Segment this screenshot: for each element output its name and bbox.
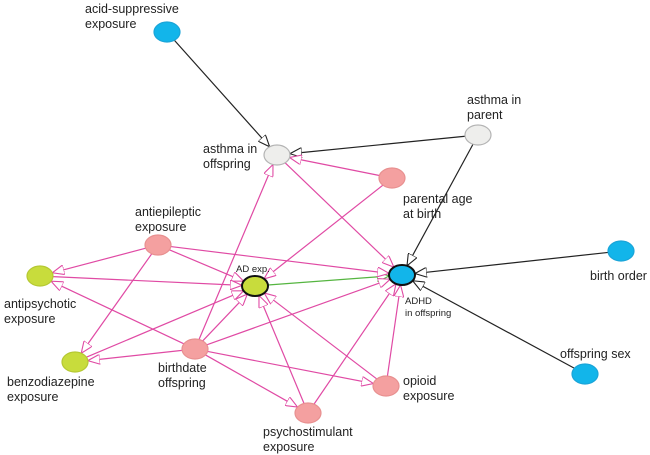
node-adhd[interactable]	[388, 264, 416, 286]
edge-birthdate-to-adhd	[206, 279, 390, 346]
edge-parental-age-to-ad-exposure	[264, 184, 384, 279]
edge-psychostimulant-to-adhd	[313, 284, 396, 405]
edge-birthdate-to-opioid	[207, 350, 374, 383]
edge-antiepileptic-to-ad-exposure	[169, 249, 243, 281]
node-asthma-offspring[interactable]	[263, 144, 291, 166]
node-acid-suppressive[interactable]	[153, 21, 181, 43]
edge-birth-order-to-adhd	[415, 251, 609, 273]
label-offspring-sex: offspring sex	[560, 347, 631, 361]
edge-asthma-parent-to-asthma-offspring	[290, 135, 466, 153]
label-benzodiazepine: benzodiazepine exposure	[7, 375, 98, 404]
node-psychostimulant[interactable]	[294, 402, 322, 424]
node-antipsychotic[interactable]	[26, 265, 54, 287]
node-parental-age[interactable]	[378, 167, 406, 189]
edge-asthma-offspring-to-adhd	[284, 162, 394, 267]
label-birthdate: birthdate offspring	[158, 361, 210, 390]
label-asthma-offspring: asthma in offspring	[203, 142, 261, 171]
edge-birthdate-to-psychostimulant	[205, 354, 297, 407]
label-adhd: ADHD in offspring	[405, 296, 451, 319]
edge-acid-suppressive-to-asthma-offspring	[173, 39, 269, 147]
node-benzodiazepine[interactable]	[61, 351, 89, 373]
node-birthdate[interactable]	[181, 338, 209, 360]
edge-antiepileptic-to-antipsychotic	[52, 247, 146, 273]
label-opioid: opioid exposure	[403, 374, 454, 403]
edge-birthdate-to-asthma-offspring	[198, 165, 273, 340]
label-asthma-parent: asthma in parent	[467, 93, 525, 122]
edge-opioid-to-adhd	[386, 285, 400, 377]
node-birth-order[interactable]	[607, 240, 635, 262]
node-ad-exposure[interactable]	[241, 275, 269, 297]
edge-parental-age-to-asthma-offspring	[290, 158, 380, 177]
labels-layer: acid-suppressive exposure asthma in pare…	[4, 2, 647, 454]
edge-birthdate-to-ad-exposure	[202, 294, 248, 342]
edge-antiepileptic-to-benzodiazepine	[81, 253, 153, 353]
label-antipsychotic: antipsychotic exposure	[4, 297, 80, 326]
edge-asthma-parent-to-adhd	[407, 143, 474, 266]
edge-antiepileptic-to-adhd	[170, 245, 389, 274]
label-antiepileptic: antiepileptic exposure	[135, 205, 205, 234]
node-opioid[interactable]	[372, 375, 400, 397]
edge-offspring-sex-to-adhd	[413, 281, 575, 369]
edges-layer	[51, 39, 609, 407]
label-birth-order: birth order	[590, 269, 647, 283]
node-asthma-parent[interactable]	[464, 124, 492, 146]
label-parental-age: parental age at birth	[403, 192, 476, 221]
label-ad-exposure: AD exp.	[236, 264, 270, 275]
edge-ad-exposure-to-adhd	[267, 276, 389, 286]
edge-birthdate-to-benzodiazepine	[88, 349, 183, 360]
label-acid-suppressive: acid-suppressive exposure	[85, 2, 182, 31]
edge-psychostimulant-to-ad-exposure	[258, 296, 305, 404]
nodes-layer	[26, 21, 635, 424]
label-psychostimulant: psychostimulant exposure	[263, 425, 356, 454]
edge-birthdate-to-antipsychotic	[51, 281, 185, 345]
edge-antipsychotic-to-ad-exposure	[52, 276, 242, 286]
node-offspring-sex[interactable]	[571, 363, 599, 385]
edge-benzodiazepine-to-ad-exposure	[86, 291, 243, 358]
node-antiepileptic[interactable]	[144, 234, 172, 256]
edge-opioid-to-ad-exposure	[264, 293, 378, 380]
